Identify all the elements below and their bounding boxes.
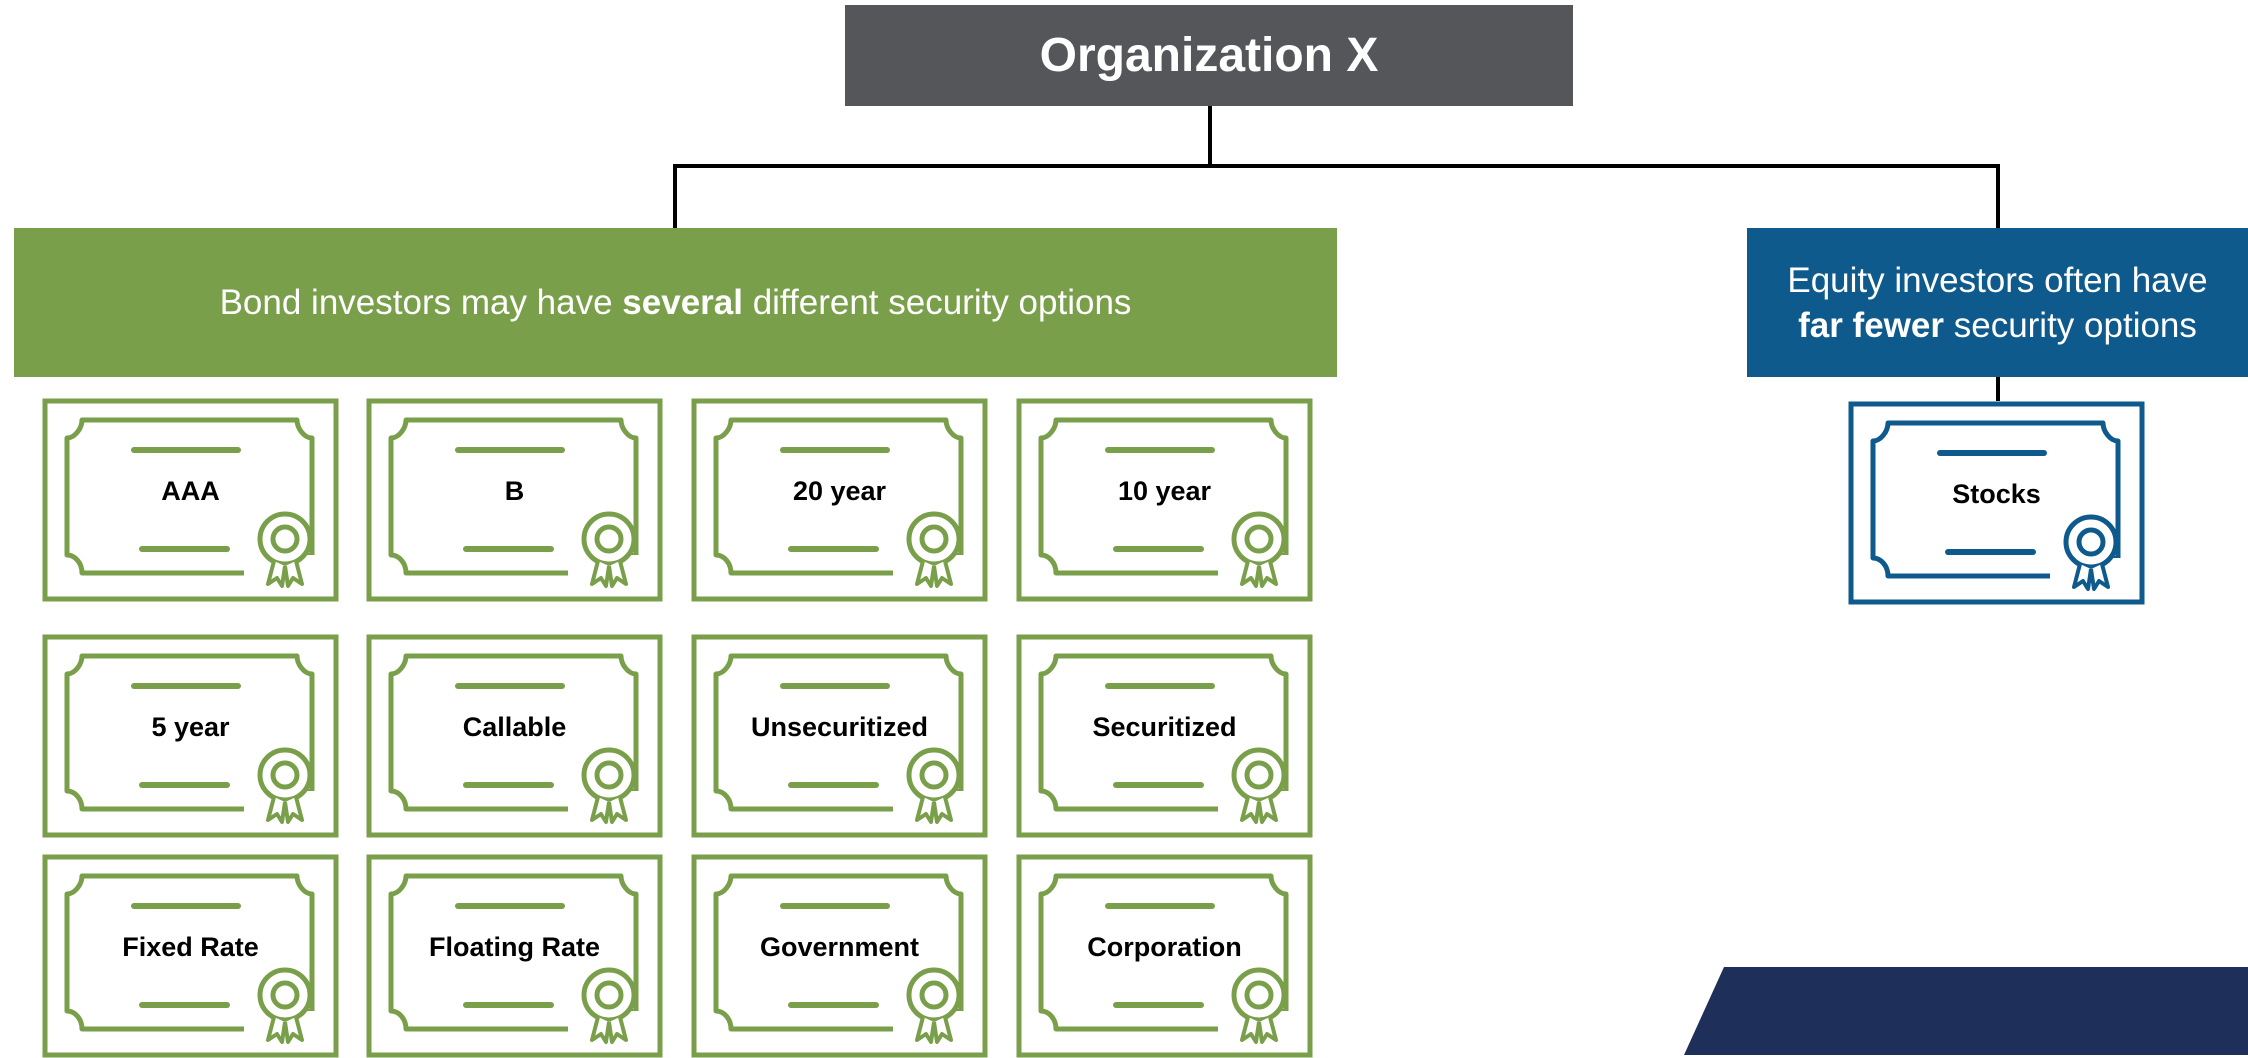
equity-banner: Equity investors often have far fewer se… <box>1747 228 2248 377</box>
certificate-card: Callable <box>366 634 663 838</box>
connector-left-drop <box>673 164 677 228</box>
connector-horizontal <box>673 164 2000 168</box>
certificate-label: 20 year <box>792 476 887 506</box>
certificate-label: Securitized <box>1092 712 1237 742</box>
certificate-icon <box>366 634 663 838</box>
organization-title: Organization X <box>1039 29 1379 82</box>
certificate-label: Unsecuritized <box>750 712 929 742</box>
bond-banner-text: Bond investors may have several differen… <box>219 282 1132 322</box>
certificate-card: Fixed Rate <box>42 854 339 1058</box>
certificate-card: Unsecuritized <box>691 634 988 838</box>
certificate-icon <box>691 634 988 838</box>
organization-box: Organization X <box>845 5 1573 106</box>
certificate-card: Securitized <box>1016 634 1313 838</box>
certificate-card: 5 year <box>42 634 339 838</box>
certificate-label: Stocks <box>1952 479 2041 509</box>
certificate-card: 20 year <box>691 398 988 602</box>
certificate-icon <box>691 398 988 602</box>
certificate-card: Floating Rate <box>366 854 663 1058</box>
certificate-icon <box>366 854 663 1058</box>
certificate-icon <box>42 398 339 602</box>
certificate-card: AAA <box>42 398 339 602</box>
connector-right-drop <box>1996 164 2000 228</box>
certificate-card: 10 year <box>1016 398 1313 602</box>
certificate-label: Callable <box>462 712 567 742</box>
certificate-label: Floating Rate <box>428 932 600 962</box>
certificate-label: Fixed Rate <box>122 932 259 962</box>
certificate-card: B <box>366 398 663 602</box>
certificate-icon <box>1848 401 2145 605</box>
certificate-card: Corporation <box>1016 854 1313 1058</box>
certificate-icon <box>1016 634 1313 838</box>
certificate-label: AAA <box>161 476 220 506</box>
certificate-label: 10 year <box>1117 476 1212 506</box>
connector-vertical-top <box>1208 106 1212 166</box>
certificate-label: Corporation <box>1087 932 1242 962</box>
certificate-card-stocks: Stocks <box>1848 401 2145 605</box>
decorative-corner-shape <box>1684 967 2248 1055</box>
certificate-label: Government <box>759 932 920 962</box>
certificate-label: 5 year <box>151 712 230 742</box>
certificate-icon <box>1016 398 1313 602</box>
certificate-label: B <box>504 476 525 506</box>
certificate-icon <box>366 398 663 602</box>
certificate-card: Government <box>691 854 988 1058</box>
connector-equity-to-stocks <box>1996 377 2000 401</box>
equity-banner-line1: Equity investors often have <box>1787 260 2208 300</box>
equity-banner-line2: far fewer security options <box>1798 305 2197 345</box>
certificate-icon <box>691 854 988 1058</box>
certificate-icon <box>42 634 339 838</box>
certificate-icon <box>1016 854 1313 1058</box>
bond-banner: Bond investors may have several differen… <box>14 228 1337 377</box>
